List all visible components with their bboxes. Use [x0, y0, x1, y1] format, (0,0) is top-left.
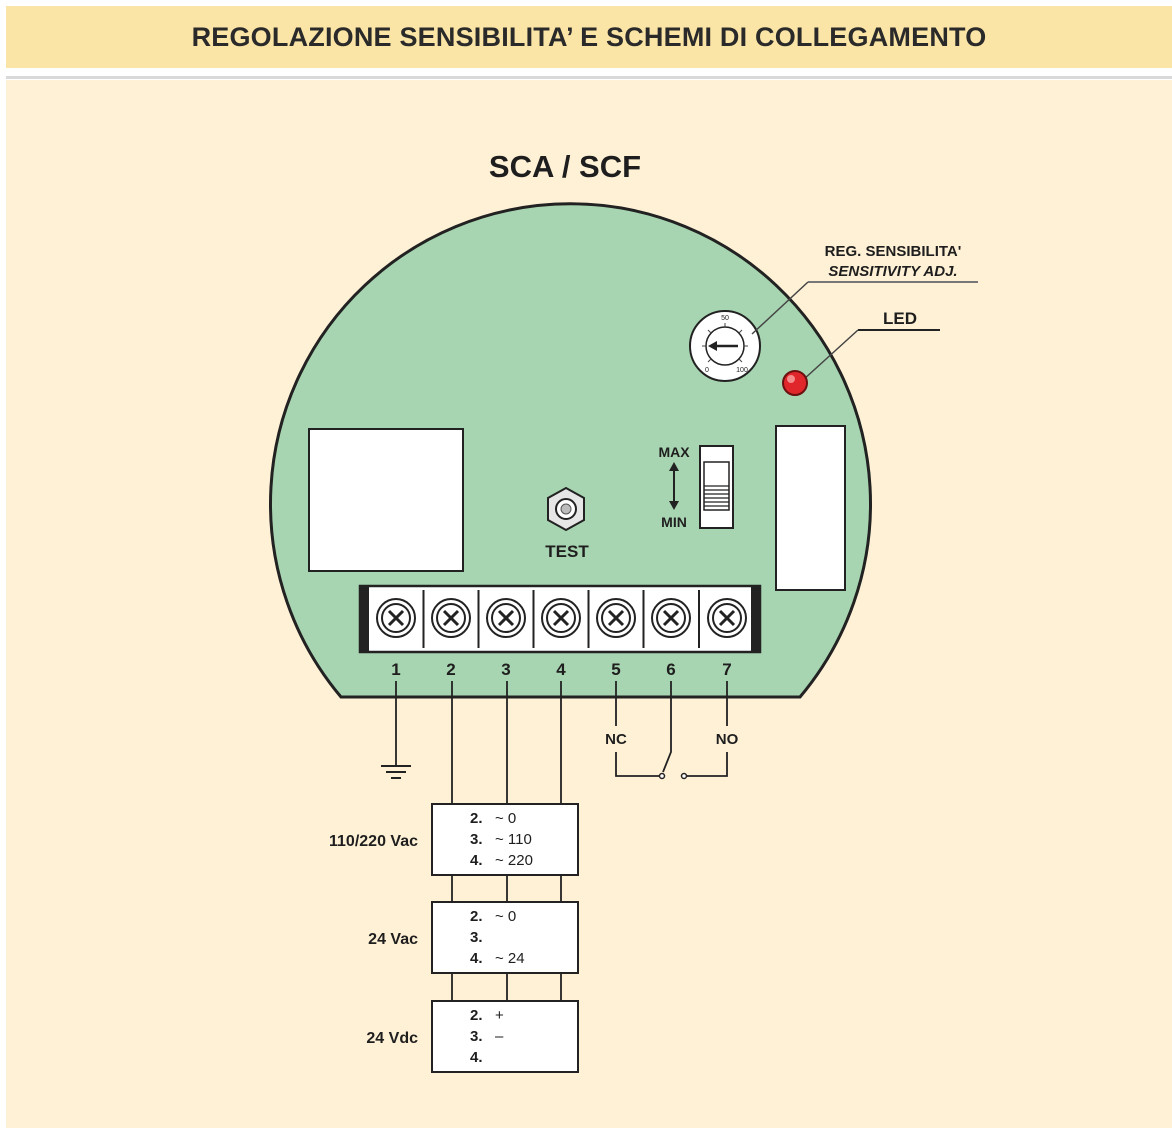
terminal-number-6: 6: [666, 660, 675, 679]
dial-mark-left: 0: [705, 367, 709, 374]
power-block: 24 Vdc 2. +3.–4.: [366, 1000, 579, 1073]
terminal-number-7: 7: [722, 660, 731, 679]
power-block: 24 Vac 2. ~ 0 3. 4. ~ 24: [368, 901, 579, 974]
power-row-number: 3.: [470, 1028, 483, 1045]
power-block-label: 110/220 Vac: [329, 833, 418, 850]
terminal-screw-6[interactable]: [651, 598, 691, 638]
sensitivity-dial[interactable]: 50 0 100: [689, 310, 761, 382]
page-title: REGOLAZIONE SENSIBILITA’ E SCHEMI DI COL…: [191, 21, 987, 52]
power-row-value: +: [495, 1007, 504, 1024]
terminal-screws: [376, 590, 747, 648]
terminal-screw-1[interactable]: [376, 598, 416, 638]
power-supply-options: 110/220 Vac 2. ~ 0 3. ~ 110 4. ~ 220 24 Vac 2. ~ …: [329, 803, 579, 1073]
power-block: 110/220 Vac 2. ~ 0 3. ~ 110 4. ~ 220: [329, 803, 579, 876]
test-button[interactable]: [547, 486, 585, 532]
power-row-number: 3.: [470, 831, 483, 848]
led-leader: [802, 329, 859, 381]
power-block-label: 24 Vdc: [366, 1030, 418, 1047]
power-row-number: 4.: [470, 852, 483, 869]
switch-min-label: MIN: [661, 514, 687, 530]
terminal-number-3: 3: [501, 660, 510, 679]
power-row-number: 2.: [470, 908, 483, 925]
power-row-value: ~ 110: [495, 831, 532, 848]
ground-icon: [381, 765, 411, 779]
power-row-value: ~ 24: [495, 950, 525, 967]
sensitivity-label: REG. SENSIBILITA': [825, 243, 962, 260]
wiring-diagram: SCA / SCF 50 0 100 REG. SENSIBILITA' SEN…: [269, 149, 978, 1073]
divider: [6, 76, 1172, 79]
relay-contact-wires: [615, 681, 728, 777]
double-arrow-icon: [669, 462, 679, 510]
dial-mark-right: 100: [736, 367, 748, 374]
sensitivity-range-switch[interactable]: [699, 445, 734, 529]
power-row-value: ~ 0: [495, 908, 516, 925]
terminal-numbers: 1 2 3 4 5 6 7: [391, 660, 731, 679]
dial-mark-top: 50: [721, 315, 729, 322]
sensitivity-leader: [751, 281, 809, 335]
contact-nc-label: NC: [605, 731, 627, 748]
power-row-number: 2.: [470, 1007, 483, 1024]
power-wires: [451, 681, 562, 1001]
terminal-screw-5[interactable]: [596, 598, 636, 638]
terminal-number-1: 1: [391, 660, 400, 679]
contact-no-label: NO: [716, 731, 739, 748]
power-row-value: –: [495, 1028, 504, 1045]
led-label: LED: [883, 309, 917, 328]
relay-component: [308, 428, 464, 572]
terminal-number-5: 5: [611, 660, 620, 679]
terminal-screw-2[interactable]: [431, 598, 471, 638]
led-indicator: [782, 370, 808, 396]
power-row-number: 2.: [470, 810, 483, 827]
terminal-number-4: 4: [556, 660, 566, 679]
terminal-screw-7[interactable]: [707, 598, 747, 638]
board-component: [775, 425, 846, 591]
power-row-number: 4.: [470, 1049, 483, 1066]
terminal-screw-3[interactable]: [486, 598, 526, 638]
switch-max-label: MAX: [658, 444, 690, 460]
power-row-value: ~ 0: [495, 810, 516, 827]
diagram-panel: SCA / SCF 50 0 100 REG. SENSIBILITA' SEN…: [6, 80, 1172, 1128]
power-row-value: ~ 220: [495, 852, 533, 869]
power-block-label: 24 Vac: [368, 931, 418, 948]
terminal-screw-4[interactable]: [541, 598, 581, 638]
model-title: SCA / SCF: [489, 149, 641, 184]
test-label: TEST: [545, 542, 589, 561]
power-row-number: 4.: [470, 950, 483, 967]
relay-contact-switch-icon: [658, 772, 688, 780]
power-row-number: 3.: [470, 929, 483, 946]
terminal-number-2: 2: [446, 660, 455, 679]
sensitivity-label-en: SENSITIVITY ADJ.: [828, 263, 957, 280]
header-banner: REGOLAZIONE SENSIBILITA’ E SCHEMI DI COL…: [6, 6, 1172, 68]
